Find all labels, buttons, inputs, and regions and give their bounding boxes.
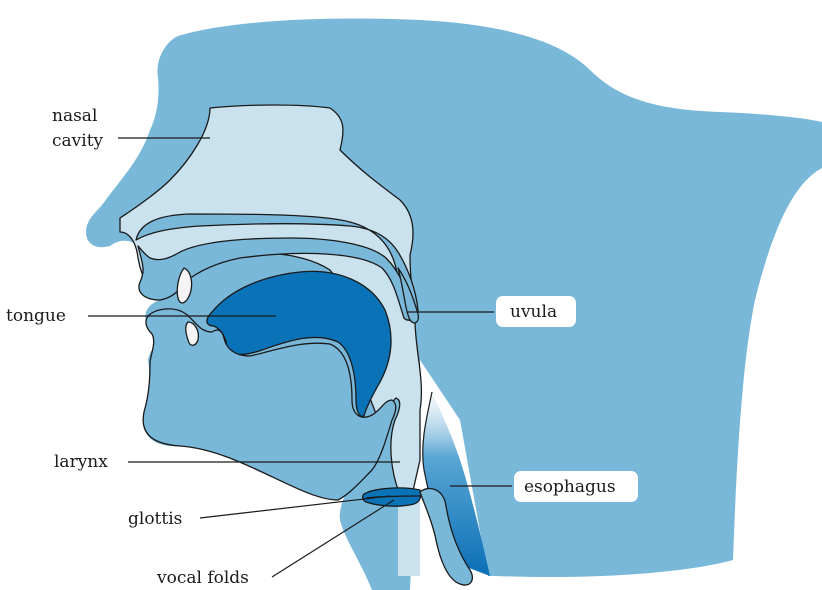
vocal-folds-label: vocal folds (156, 568, 249, 588)
nasal-label-line2: cavity (52, 131, 104, 151)
trachea (398, 500, 420, 576)
larynx-label: larynx (54, 452, 108, 472)
uvula-label: uvula (510, 302, 557, 322)
tongue-label: tongue (6, 306, 66, 326)
nasal-label-line1: nasal (52, 106, 97, 126)
glottis-label: glottis (128, 509, 182, 529)
esophagus-label: esophagus (524, 477, 616, 497)
